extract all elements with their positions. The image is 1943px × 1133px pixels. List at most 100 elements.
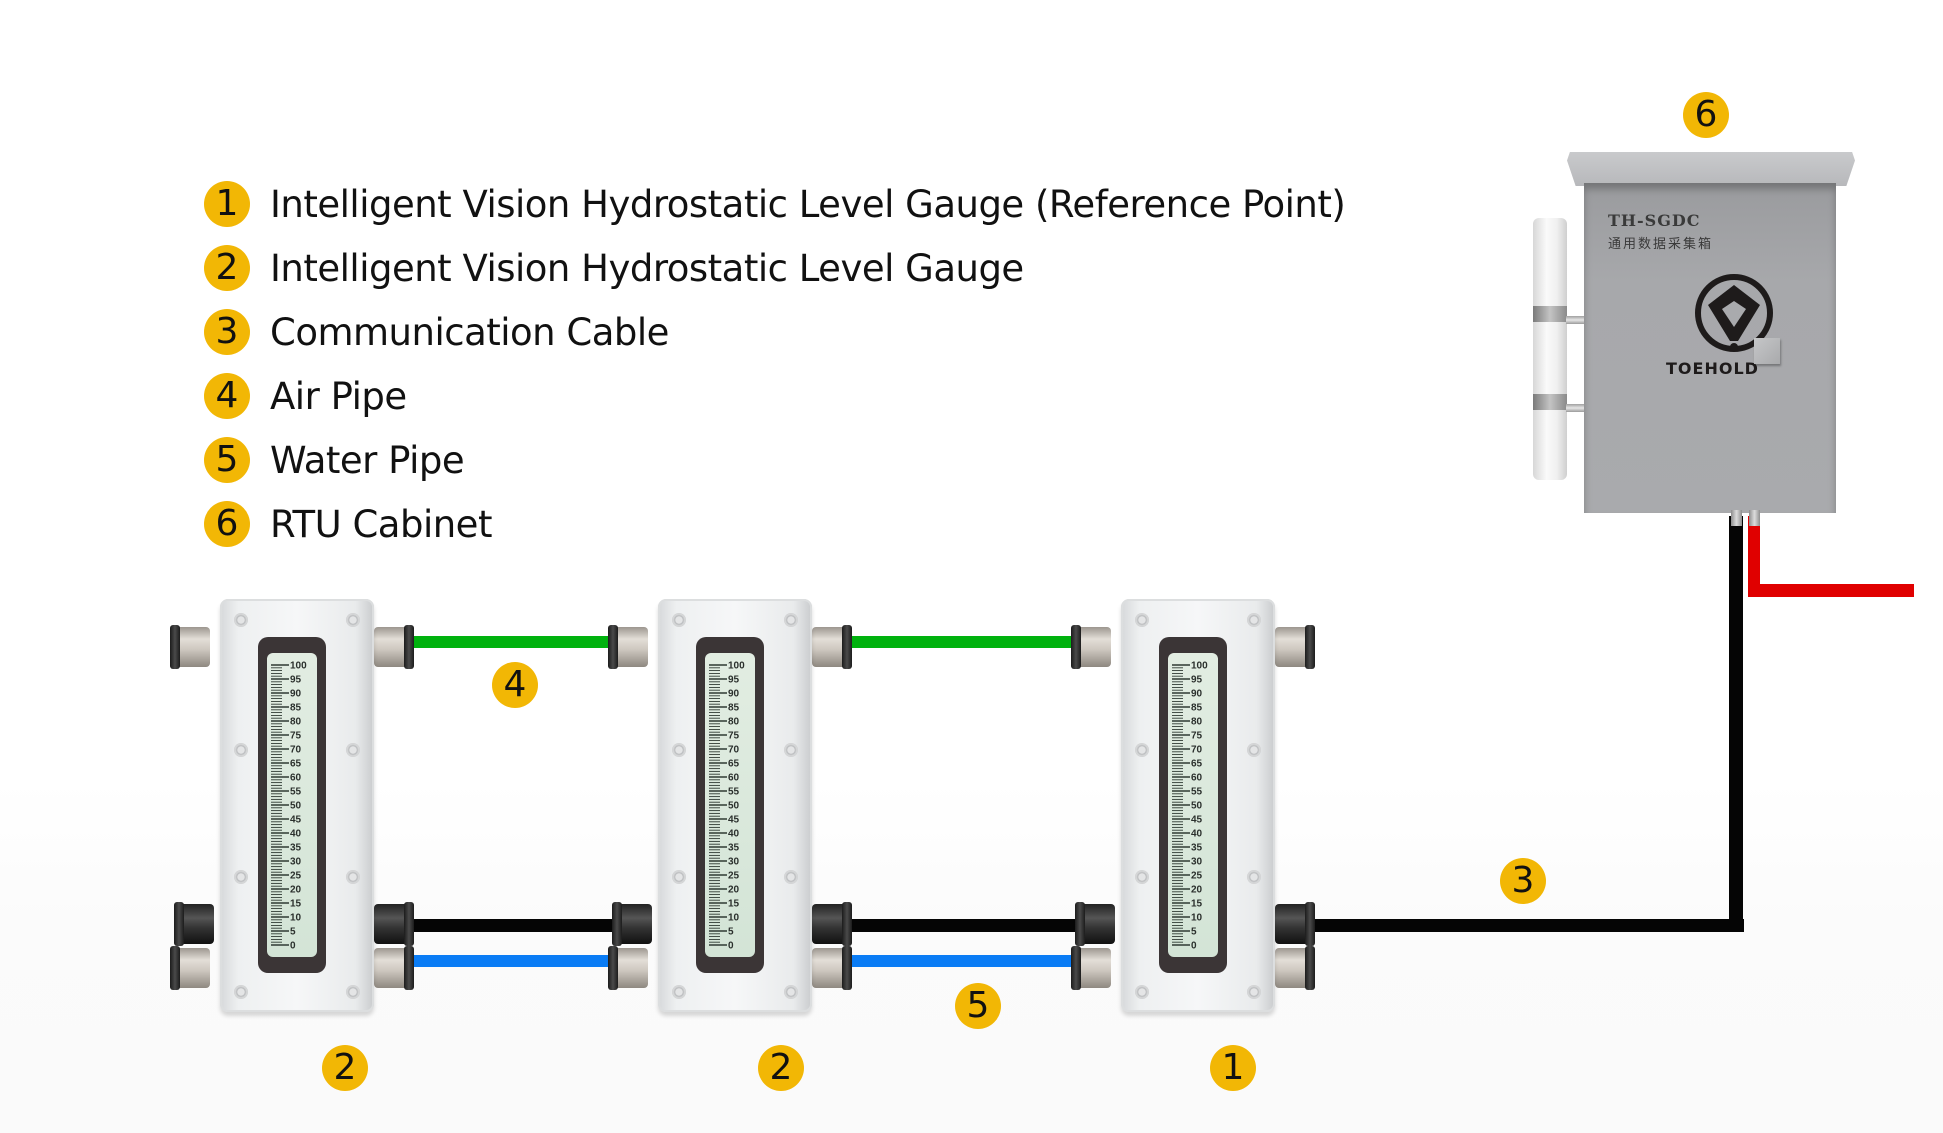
power-line-horizontal	[1748, 584, 1914, 597]
cabinet-model: TH-SGDC	[1608, 211, 1701, 230]
scale-label: 0	[1191, 941, 1197, 952]
screw-icon	[672, 870, 686, 884]
scale-label: 85	[728, 703, 740, 714]
fitting-collet	[842, 902, 852, 946]
scale-label: 25	[728, 871, 740, 882]
legend-label: RTU Cabinet	[270, 502, 492, 546]
fitting-collet	[404, 902, 414, 946]
fitting-collet	[608, 946, 618, 990]
scale-label: 20	[1191, 885, 1203, 896]
scale-label: 30	[290, 857, 302, 868]
legend-label: Air Pipe	[270, 374, 407, 418]
cable-riser	[1729, 516, 1743, 932]
fitting-collet	[404, 946, 414, 990]
scale-label: 80	[290, 717, 302, 728]
legend-label: Water Pipe	[270, 438, 465, 482]
cabinet-lock[interactable]	[1754, 338, 1780, 364]
callout-gauge-middle: 2	[758, 1045, 804, 1091]
scale-label: 40	[290, 829, 302, 840]
scale-label: 45	[1191, 815, 1203, 826]
callout-gauge-left: 2	[322, 1045, 368, 1091]
scale-label: 35	[728, 843, 740, 854]
push-fitting	[374, 902, 414, 946]
scale-label: 40	[728, 829, 740, 840]
antenna	[1533, 218, 1567, 480]
scale-label: 60	[728, 773, 740, 784]
fitting-collet	[1071, 625, 1081, 669]
legend-label: Communication Cable	[270, 310, 669, 354]
scale-label: 30	[1191, 857, 1203, 868]
scale-label: 45	[290, 815, 302, 826]
screw-icon	[1247, 743, 1261, 757]
scale-label: 85	[1191, 703, 1203, 714]
callout-water-pipe: 5	[955, 983, 1001, 1029]
cable-segment-1	[410, 919, 630, 932]
air-pipe-segment-2	[850, 636, 1085, 648]
legend-badge: 5	[204, 437, 250, 483]
scale-label: 90	[728, 689, 740, 700]
scale-label: 35	[290, 843, 302, 854]
scale-label: 100	[290, 661, 307, 672]
scale-label: 45	[728, 815, 740, 826]
scale-label: 95	[290, 675, 302, 686]
scale-label: 5	[728, 927, 734, 938]
legend: 1 Intelligent Vision Hydrostatic Level G…	[204, 172, 1346, 556]
cable-segment-3	[1310, 919, 1744, 932]
screw-icon	[1135, 613, 1149, 627]
scale-label: 80	[1191, 717, 1203, 728]
scale-label: 40	[1191, 829, 1203, 840]
fitting-collet	[170, 946, 180, 990]
legend-label: Intelligent Vision Hydrostatic Level Gau…	[270, 182, 1346, 226]
scale-label: 85	[290, 703, 302, 714]
legend-item-reference-gauge: 1 Intelligent Vision Hydrostatic Level G…	[204, 172, 1346, 236]
screw-icon	[672, 743, 686, 757]
fitting-collet	[1305, 946, 1315, 990]
fitting-collet	[612, 902, 622, 946]
scale-label: 20	[290, 885, 302, 896]
antenna-arm	[1566, 404, 1584, 412]
scale-label: 15	[728, 899, 740, 910]
push-fitting	[170, 625, 210, 669]
scale-label: 80	[728, 717, 740, 728]
scale-label: 100	[728, 661, 745, 672]
screw-icon	[672, 985, 686, 999]
scale-label: 70	[728, 745, 740, 756]
fitting-collet	[842, 625, 852, 669]
cable-gland	[1731, 510, 1742, 526]
scale-label: 100	[1191, 661, 1208, 672]
legend-item-air-pipe: 4 Air Pipe	[204, 364, 1345, 428]
cable-gland	[1749, 510, 1760, 526]
legend-label: Intelligent Vision Hydrostatic Level Gau…	[270, 246, 1024, 290]
screw-icon	[784, 985, 798, 999]
push-fitting	[374, 625, 414, 669]
push-fitting	[1275, 946, 1315, 990]
screw-icon	[672, 613, 686, 627]
legend-badge: 1	[204, 181, 250, 227]
screw-icon	[346, 870, 360, 884]
water-pipe-segment-2	[850, 955, 1090, 967]
scale-label: 95	[1191, 675, 1203, 686]
push-fitting	[608, 625, 648, 669]
scale-label: 65	[728, 759, 740, 770]
antenna-clamp	[1533, 394, 1567, 410]
air-pipe-segment-1	[410, 636, 625, 648]
antenna-arm	[1566, 316, 1584, 324]
scale-label: 10	[1191, 913, 1203, 924]
scale-label: 60	[1191, 773, 1203, 784]
callout-cable: 3	[1500, 858, 1546, 904]
scale-label: 5	[290, 927, 296, 938]
scale-label: 50	[290, 801, 302, 812]
scale-label: 70	[1191, 745, 1203, 756]
scale-label: 0	[290, 941, 296, 952]
screw-icon	[1135, 870, 1149, 884]
toehold-logo-icon	[1695, 274, 1773, 352]
push-fitting	[170, 946, 210, 990]
cabinet-roof	[1567, 152, 1855, 186]
push-fitting	[1071, 946, 1111, 990]
scale-label: 55	[290, 787, 302, 798]
rtu-cabinet: TH-SGDC 通用数据采集箱 TOEHOLD	[1584, 183, 1836, 513]
